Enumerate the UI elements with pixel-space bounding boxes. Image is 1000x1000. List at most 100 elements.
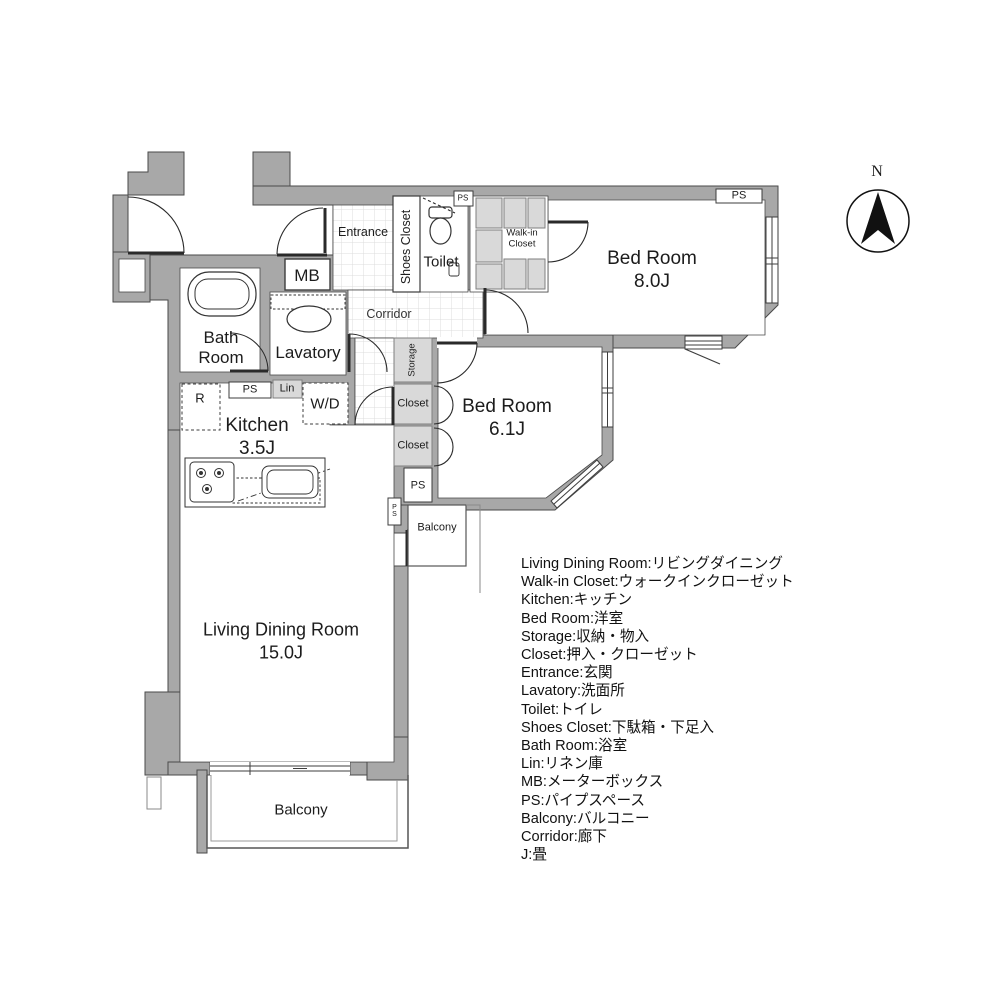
entrance-floor — [332, 204, 394, 291]
ps-kitchen-label: PS — [242, 383, 258, 396]
door-bathroom — [229, 332, 269, 373]
ps-toilet-label: PS — [457, 193, 469, 203]
walkin-closet-label-line1: Walk-in — [506, 227, 538, 239]
fitting-boxes — [146, 188, 763, 810]
legend-item: Toilet:トイレ — [521, 701, 603, 718]
legend-item: J:畳 — [521, 847, 547, 864]
compass-north-label: N — [871, 163, 883, 180]
door-entrance-front — [276, 207, 327, 257]
legend-item: Lin:リネン庫 — [521, 756, 603, 773]
lavatory-label: Lavatory — [275, 343, 341, 363]
door-lavatory — [347, 333, 388, 373]
lin-label: Lin — [279, 382, 295, 395]
legend-item: Corridor:廊下 — [521, 829, 607, 846]
wall-left-upper — [112, 194, 129, 254]
toilet-fixture — [428, 206, 460, 277]
refrigerator-label: R — [195, 390, 205, 406]
stove — [189, 461, 235, 503]
kitchen-counter — [184, 457, 331, 508]
door-walkin-closet — [547, 220, 589, 263]
window-bedroom6-chamfer — [550, 459, 604, 509]
living-dining-size: 15.0J — [258, 642, 304, 663]
legend-item: Storage:収納・物入 — [521, 628, 650, 645]
fixtures — [184, 206, 460, 508]
ps-toilet-box — [453, 190, 474, 207]
small-balcony-label: Balcony — [417, 521, 457, 534]
shoes-closet-label: Shoes Closet — [398, 209, 413, 285]
wall-balcony-left-strip — [196, 769, 208, 854]
legend: Living Dining Room:リビングダイニング Walk-in Clo… — [521, 555, 941, 864]
legend-item: PS:パイプスペース — [521, 792, 645, 809]
bedroom-8-label: Bed Room — [607, 248, 697, 270]
legend-item: MB:メーターボックス — [521, 774, 664, 791]
entrance-label: Entrance — [337, 224, 389, 239]
legend-item: Balcony:バルコニー — [521, 810, 650, 827]
corridor-label: Corridor — [366, 306, 412, 321]
kitchen-sink — [261, 465, 319, 499]
closet-upper-label: Closet — [397, 397, 429, 410]
door-bedroom6 — [436, 341, 478, 384]
bathroom-label-line2: Room — [198, 348, 244, 368]
bathtub — [187, 271, 257, 317]
main-balcony-inner-line — [210, 775, 398, 842]
shoes-closet-box — [392, 195, 421, 293]
window-bedroom8-east — [765, 216, 779, 304]
bedroom-6-label: Bed Room — [462, 396, 552, 418]
bedroom-6-size: 6.1J — [489, 419, 525, 441]
living-dining-label: Living Dining Room — [202, 619, 360, 640]
windows — [210, 216, 779, 775]
legend-item: Closet:押入・クローゼット — [521, 647, 698, 664]
legend-item: Bed Room:洋室 — [521, 610, 624, 627]
door-bedroom8 — [483, 288, 529, 334]
walkin-closet-label-line2: Closet — [508, 238, 536, 250]
legend-item: Shoes Closet:下駄箱・下足入 — [521, 719, 715, 736]
legend-item: Entrance:玄関 — [521, 665, 613, 682]
washer-dryer-box — [302, 382, 349, 425]
wall-top-left-step — [127, 151, 185, 196]
ps-mid-label: PS — [410, 479, 426, 492]
ps-small-label: PS — [392, 504, 397, 518]
lin-box — [272, 379, 303, 399]
door-closet-lower — [433, 427, 454, 467]
door-kitchen-hall — [354, 386, 395, 426]
mb-box — [284, 258, 331, 291]
legend-item: Kitchen:キッチン — [521, 592, 633, 609]
window-ldr-sliding — [210, 762, 350, 775]
lavatory-sink — [270, 294, 346, 333]
bedroom-8-size: 8.0J — [634, 271, 670, 293]
closet-upper-box — [393, 383, 433, 425]
door-porch-left — [127, 196, 185, 255]
wall-ldr-right-b — [393, 565, 409, 767]
compass-circle — [846, 189, 910, 253]
small-balcony-outer-line — [466, 504, 481, 593]
wall-left-bottom-step — [144, 691, 181, 776]
corridor-funnel-floor — [354, 337, 395, 425]
balconies — [206, 504, 481, 849]
toilet-label: Toilet — [423, 253, 459, 271]
kitchen-ldr-floor — [179, 382, 395, 763]
storage-label: Storage — [406, 343, 418, 377]
refrigerator-box — [181, 383, 221, 431]
storage-box — [393, 337, 433, 383]
washer-dryer-label: W/D — [310, 395, 340, 413]
legend-item: Lavatory:洗面所 — [521, 683, 625, 700]
small-balcony-outline — [407, 504, 467, 567]
bottom-left-hook — [146, 776, 162, 810]
walkin-closet-shelves — [475, 197, 546, 290]
window-bedroom8-south-vent — [684, 335, 723, 365]
ps-kitchen-box — [228, 381, 272, 399]
closet-lower-label: Closet — [397, 439, 429, 452]
doors — [127, 196, 589, 567]
window-bedroom6-east — [601, 351, 614, 428]
door-toilet-folding — [422, 197, 456, 214]
legend-item: Living Dining Room:リビングダイニング — [521, 556, 783, 572]
legend-item: Bath Room:浴室 — [521, 738, 628, 755]
corridor-floor — [347, 289, 484, 339]
north-arrow-icon — [861, 192, 895, 244]
legend-item: Walk-in Closet:ウォークインクローゼット — [521, 574, 794, 591]
mb-label: MB — [294, 266, 320, 286]
ps-top-label: PS — [731, 189, 747, 202]
kitchen-label: Kitchen — [225, 415, 289, 437]
ps-top-box — [715, 188, 763, 204]
